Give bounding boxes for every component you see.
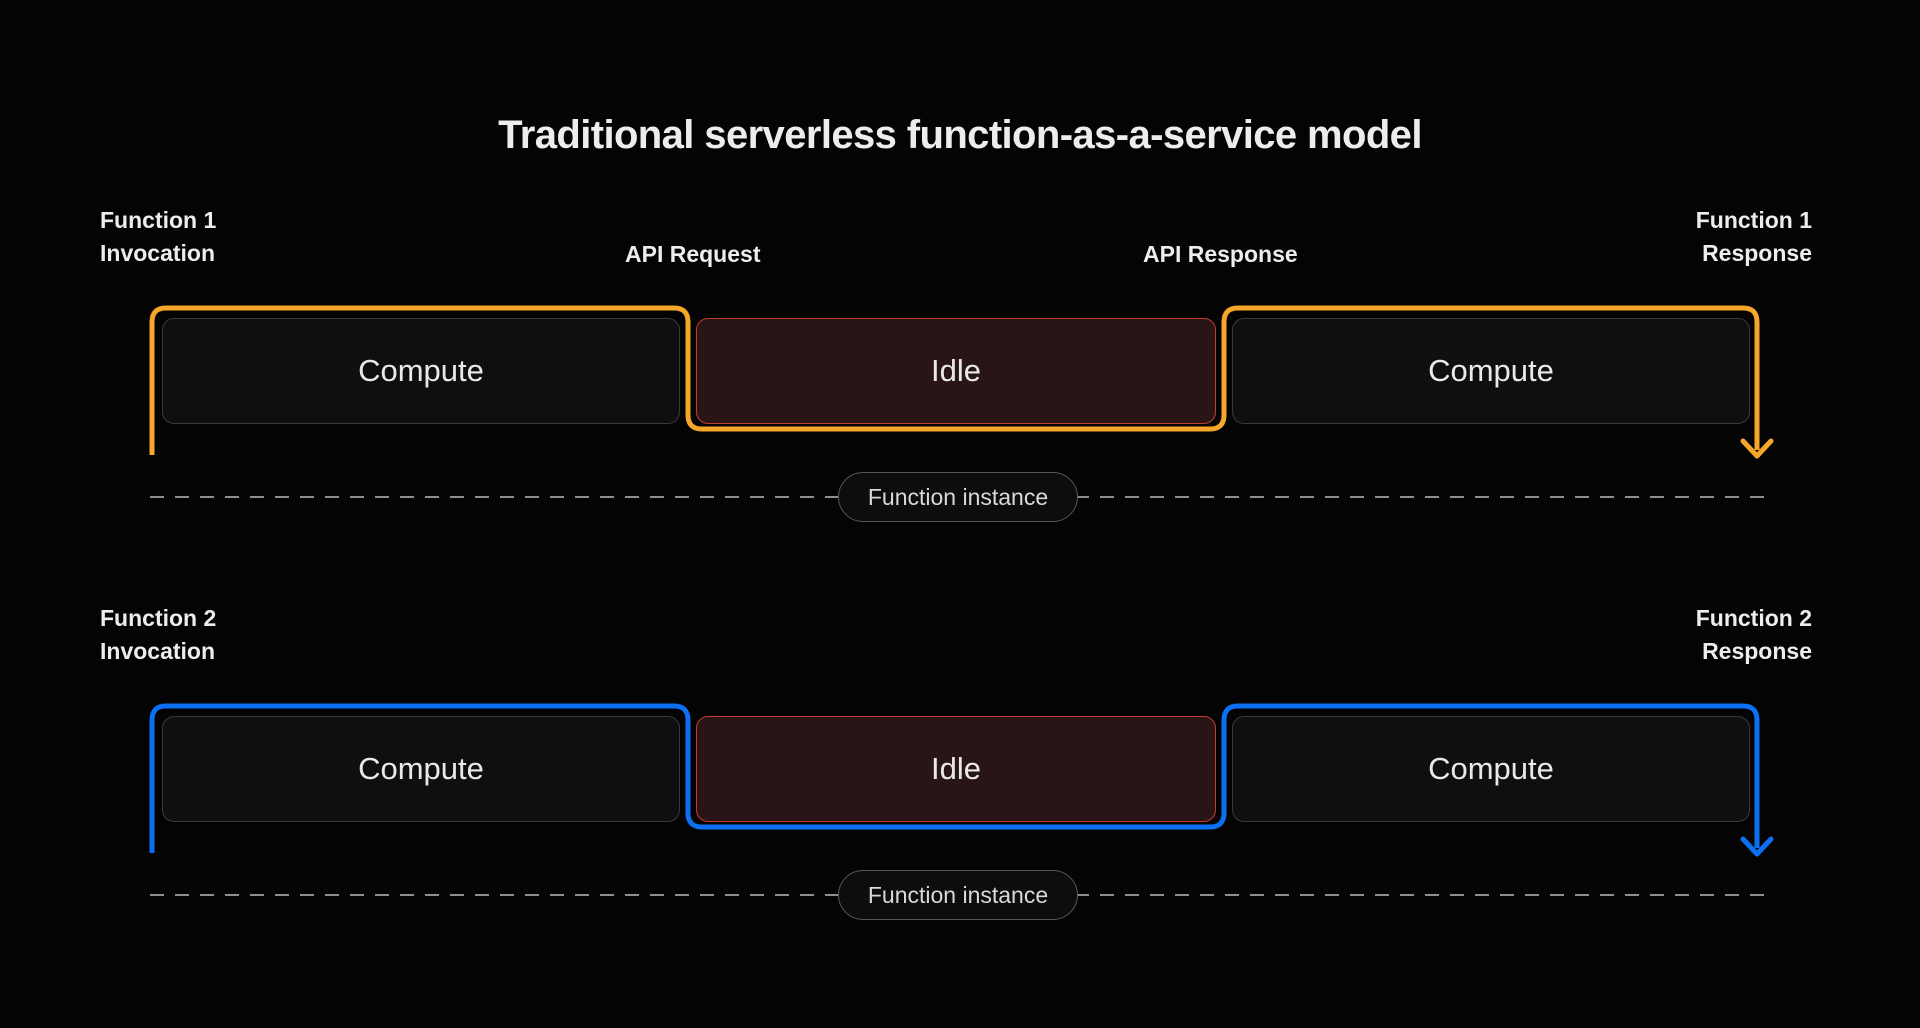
idle-box-label: Idle	[931, 353, 981, 388]
function1-flow-arrow	[149, 305, 1774, 459]
compute-box-label: Compute	[1428, 353, 1554, 388]
function2-invocation-label: Function 2 Invocation	[100, 605, 217, 664]
function2-arrowhead-icon	[1740, 836, 1774, 857]
function1-invocation-label: Function 1 Invocation	[100, 207, 217, 266]
function2-compute-box-2: Compute	[1232, 716, 1750, 822]
function2-idle-box: Idle	[696, 716, 1216, 822]
compute-box-label: Compute	[358, 751, 484, 786]
function1-compute-box-2: Compute	[1232, 318, 1750, 424]
function1-response-label: Function 1 Response	[1695, 207, 1812, 266]
function1-compute-box-1: Compute	[162, 318, 680, 424]
idle-box-label: Idle	[931, 751, 981, 786]
api-response-label: API Response	[1143, 241, 1298, 267]
function1-idle-box: Idle	[696, 318, 1216, 424]
compute-box-label: Compute	[1428, 751, 1554, 786]
diagram-title: Traditional serverless function-as-a-ser…	[498, 112, 1422, 157]
function-instance-label: Function instance	[867, 483, 1049, 510]
compute-box-label: Compute	[358, 353, 484, 388]
function1-arrowhead-icon	[1740, 438, 1774, 459]
function-instance-label: Function instance	[867, 881, 1049, 908]
function2-response-label: Function 2 Response	[1695, 605, 1812, 664]
function2-instance-badge: Function instance	[838, 870, 1078, 920]
function2-compute-box-1: Compute	[162, 716, 680, 822]
api-request-label: API Request	[625, 241, 761, 267]
function2-flow-arrow	[149, 703, 1774, 857]
function1-instance-badge: Function instance	[838, 472, 1078, 522]
